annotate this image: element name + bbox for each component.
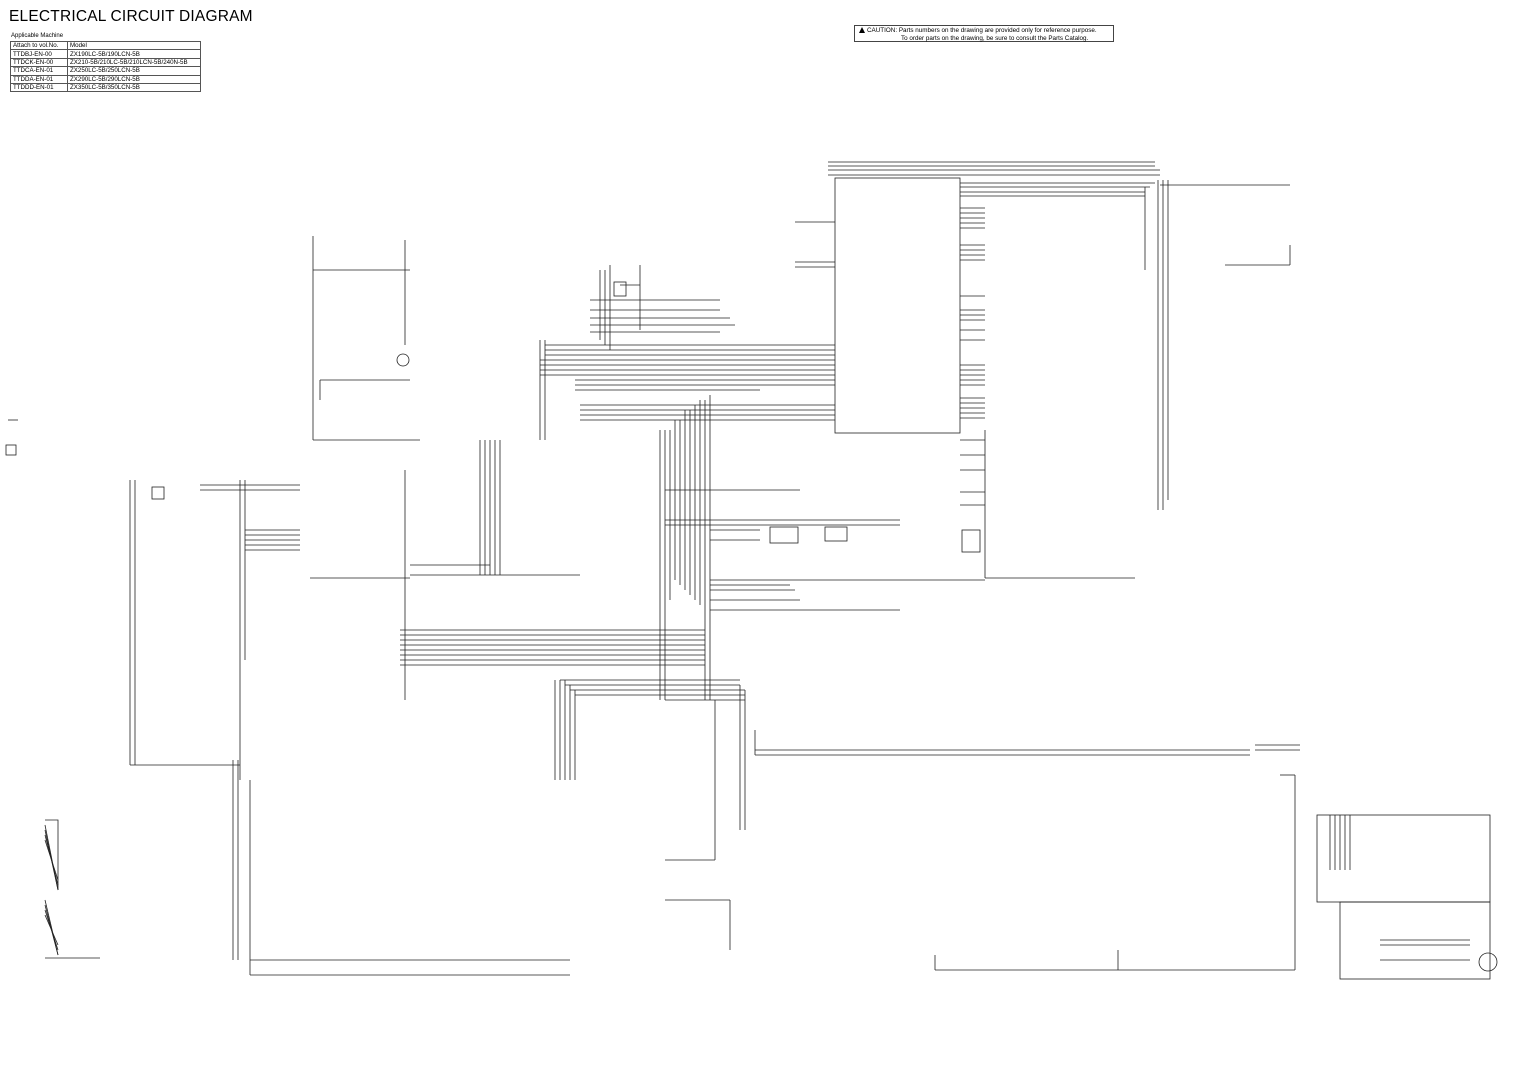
warning-icon [859, 27, 865, 33]
motor-icon [1478, 952, 1498, 972]
model-cell: ZX350LC-5B/350LCN-5B [67, 82, 201, 93]
caution-note: CAUTION: Parts numbers on the drawing ar… [854, 25, 1114, 42]
applicable-machine-label: Applicable Machine [11, 33, 64, 39]
caution-line-1: CAUTION: Parts numbers on the drawing ar… [859, 27, 1110, 35]
pump-controller-block [1316, 814, 1491, 903]
caution-line-2: To order parts on the drawing, be sure t… [901, 34, 1089, 42]
page-title: ELECTRICAL CIRCUIT DIAGRAM [9, 8, 253, 25]
main-controller-block [834, 177, 961, 434]
